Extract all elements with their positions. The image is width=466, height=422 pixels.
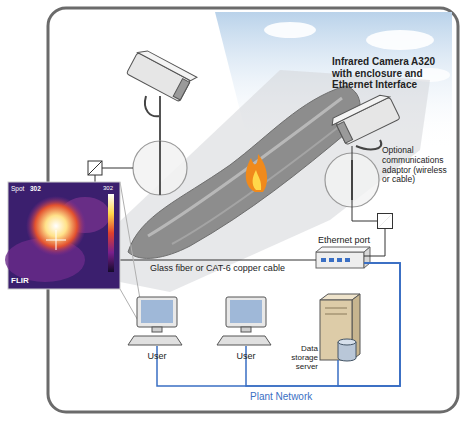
ethernet-switch	[316, 247, 370, 252]
network-link	[338, 263, 400, 386]
computer	[217, 297, 271, 345]
camera-lens	[173, 79, 189, 100]
ethernet-switch	[364, 247, 370, 268]
camera-bracket	[356, 140, 381, 149]
cloud	[366, 30, 434, 50]
camera-unit: Infrared Camera A320 with enclosure and …	[334, 104, 402, 146]
frame	[48, 8, 458, 412]
cloud	[264, 22, 316, 38]
sun-shield	[138, 47, 197, 82]
screen	[230, 300, 262, 323]
node-label: Infrared Camera A320 with enclosure and …	[332, 56, 450, 91]
adaptor-symbol	[377, 213, 393, 229]
network-link	[157, 263, 400, 386]
hot-spot	[26, 196, 86, 256]
communications-adaptor: Optional communications adaptor (wireles…	[377, 213, 393, 229]
wire	[95, 175, 96, 182]
wire	[102, 168, 133, 169]
node-label: User	[222, 351, 270, 361]
camera-lens	[337, 122, 353, 143]
spot-label: Spot	[11, 185, 24, 192]
monitor-stand	[241, 327, 251, 332]
pole	[159, 141, 161, 195]
ethernet-switch	[316, 252, 364, 268]
pole-detail-circle	[133, 141, 187, 195]
scale-maximum: 302	[103, 185, 113, 192]
fire-core	[253, 170, 262, 190]
data-storage-server: Data storage server	[320, 296, 356, 360]
keyboard	[217, 336, 271, 345]
user-workstation: User	[222, 296, 270, 346]
ethernet-port: Ethernet port	[316, 252, 364, 268]
drive-bay	[325, 308, 347, 309]
temperature-scale	[108, 194, 114, 272]
server	[320, 294, 360, 361]
computer	[128, 297, 182, 345]
cable-label: Glass fiber or CAT-6 copper cable	[150, 264, 285, 274]
pole	[351, 160, 353, 200]
monitor-stand	[152, 327, 162, 332]
switch-port	[345, 258, 350, 262]
switch-port	[321, 258, 326, 262]
network-label: Plant Network	[250, 391, 312, 402]
switch-port	[337, 258, 342, 262]
node-label: Data storage server	[280, 344, 318, 372]
temperature-value: 302	[30, 185, 41, 192]
pole-detail-circle	[325, 153, 379, 207]
node-label: Ethernet port	[318, 235, 398, 245]
heap-ridge	[172, 118, 350, 244]
ground-plane	[100, 70, 430, 292]
camera-left	[126, 47, 197, 104]
brand-logo: FLIR	[11, 277, 29, 286]
camera-bracket	[145, 96, 160, 116]
monitor	[226, 297, 266, 327]
switch-port	[329, 258, 334, 262]
node-label: Optional communications adaptor (wireles…	[382, 146, 456, 185]
adaptor-symbol	[88, 161, 102, 175]
user-workstation: User	[133, 296, 181, 346]
sun-shield	[330, 92, 390, 125]
cable	[120, 260, 316, 261]
pole	[159, 96, 161, 141]
cable-link	[352, 146, 377, 221]
monitor	[137, 297, 177, 327]
adaptor-symbol	[88, 161, 102, 175]
node-label: User	[133, 351, 181, 361]
material-heap	[128, 86, 360, 258]
network-link	[246, 263, 400, 386]
crosshair	[56, 230, 57, 250]
database-cylinder	[338, 339, 356, 345]
camera-right	[330, 92, 401, 147]
drive-bay	[325, 314, 347, 315]
screen	[141, 300, 173, 323]
zoom-line	[120, 182, 140, 299]
keyboard	[128, 336, 182, 345]
fire	[246, 154, 267, 192]
